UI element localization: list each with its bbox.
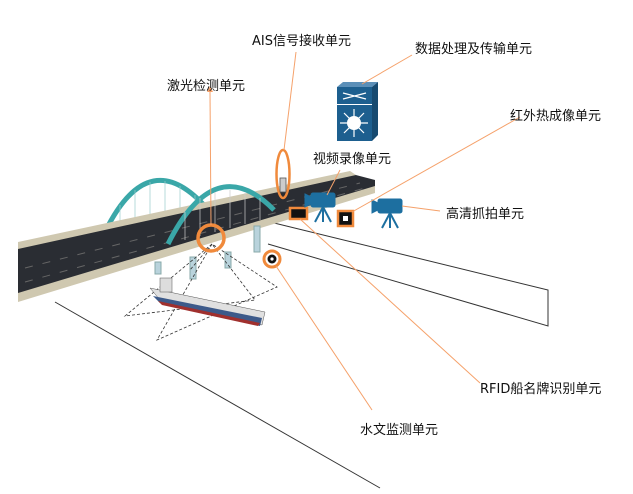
river-outline <box>54 221 549 489</box>
ship <box>149 277 266 326</box>
label-rfid: RFID船名牌识别单元 <box>480 382 602 397</box>
label-laser: 激光检测单元 <box>167 79 246 94</box>
leader-lines <box>209 51 521 411</box>
label-hydrology: 水文监测单元 <box>360 423 439 438</box>
ais-unit-marker[interactable] <box>275 148 291 200</box>
label-infrared: 红外热成像单元 <box>510 109 602 124</box>
bridge-curb-front <box>18 186 375 302</box>
label-video: 视频录像单元 <box>313 152 392 167</box>
rfid-unit-marker[interactable] <box>288 206 309 221</box>
label-ais: AIS信号接收单元 <box>252 34 351 49</box>
label-data-processing: 数据处理及传输单元 <box>415 42 533 57</box>
label-hd-capture: 高清抓拍单元 <box>446 207 525 222</box>
data-server-icon <box>337 82 378 141</box>
bridge-piers <box>154 225 261 280</box>
video-camera-icon <box>304 192 336 223</box>
bridge-arch-front <box>165 184 276 246</box>
hd-camera-icon <box>371 198 403 229</box>
bridge-arch-back <box>102 177 212 234</box>
